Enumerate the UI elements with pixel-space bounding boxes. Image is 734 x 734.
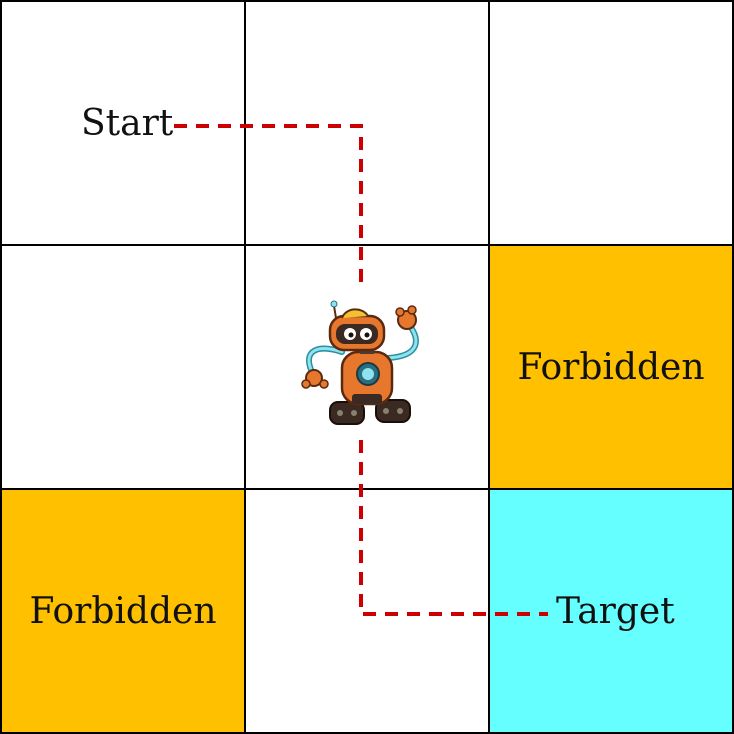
start-label: Start (81, 103, 174, 144)
cell-r2-c2-target (488, 488, 734, 734)
dashed-path-start-to-robot (174, 124, 363, 288)
dashed-path-robot-to-target (359, 440, 548, 616)
target-label: Target (556, 591, 675, 632)
robot-icon (301, 300, 419, 425)
cell-r1-c2-forbidden: Forbidden (488, 244, 734, 490)
